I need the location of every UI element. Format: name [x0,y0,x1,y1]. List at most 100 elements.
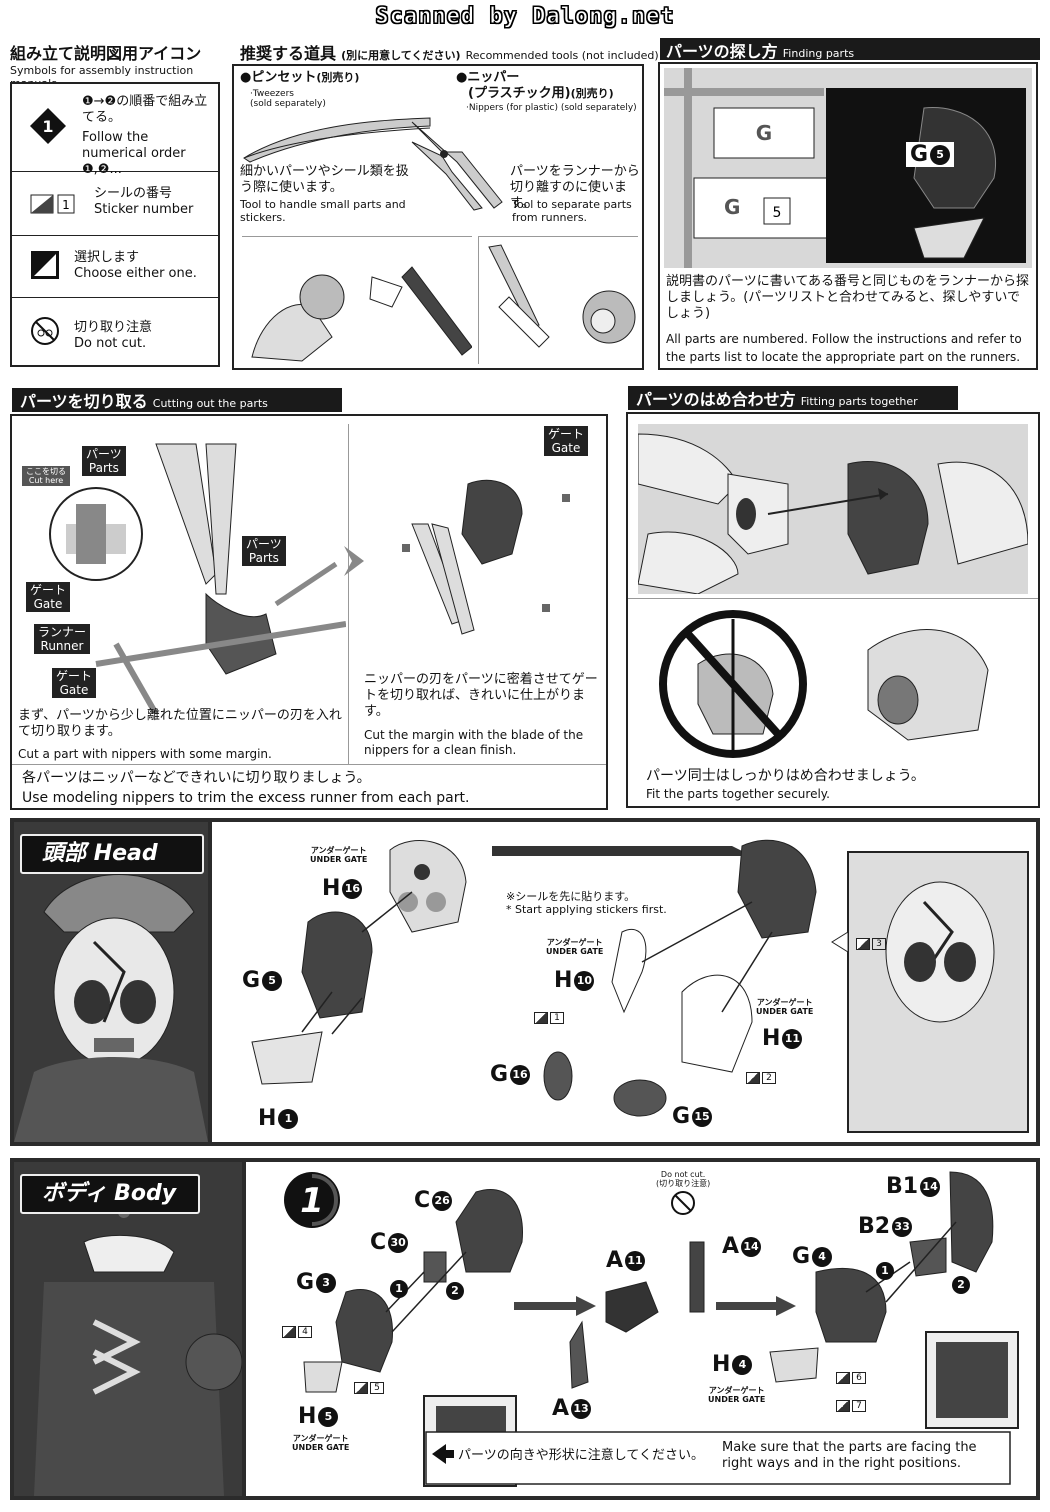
body-sticker-6-num: 6 [852,1372,866,1384]
svg-text:5: 5 [773,205,782,221]
nippers-sub: (プラスチック用)(別売り) [468,86,614,102]
nippers-label: ●ニッパー [456,70,519,86]
finding-title-jp: パーツの探し方 [666,42,778,61]
body-sticker-5-num: 5 [370,1382,384,1394]
head-sticker-2: 2 [746,1072,776,1084]
tools-box: ●ピンセット(別売り) ·Tweezers (sold separately) … [232,64,644,370]
symbols-box: 1 ❶→❷の順番で組み立てる。 Follow the numerical ord… [10,82,220,367]
head-under-gate-1-en: UNDER GATE [310,855,368,864]
body-part-H4-num: 4 [732,1355,753,1375]
head-under-gate-2-jp: アンダーゲート [546,938,603,947]
body-band-jp: ボディ [42,1181,107,1206]
cutting-title-en: Cutting out the parts [152,397,268,410]
svg-text:1: 1 [300,1181,324,1221]
tweezers-illustration [240,114,440,164]
head-part-G5-letter: G [242,968,261,993]
head-sticker-1-icon [534,1012,548,1024]
nippers-en: ·Nippers (for plastic) (sold separately) [466,103,637,113]
svg-text:G: G [724,195,740,219]
body-part-B1-14-num: 14 [920,1177,941,1197]
body-step-mark-1b: 1 [876,1262,894,1280]
head-sticker-2-num: 2 [762,1072,776,1084]
body-under-gate-1-jp: アンダーゲート [292,1434,349,1443]
symbol-choose-en: Choose either one. [74,266,197,281]
body-step-mark-2b: 2 [952,1276,970,1294]
body-part-A11-letter: A [606,1248,624,1273]
body-part-A13-letter: A [552,1396,570,1421]
symbol-donotcut-en: Do not cut. [74,336,147,351]
fitting-desc-en: Fit the parts together securely. [646,787,830,801]
wrong-fit-illustration [658,604,808,764]
symbol-donotcut-jp: 切り取り注意 [74,320,153,335]
body-under-gate-2-jp: アンダーゲート [708,1386,765,1395]
body-part-A13-num: 13 [571,1399,592,1419]
cutting-footer-en: Use modeling nippers to trim the excess … [22,790,470,806]
fitting-title-jp: パーツのはめ合わせ方 [636,390,796,409]
correct-fit-illustration [848,610,998,750]
body-band-en: Body [114,1181,177,1206]
runner-label-jp: ランナー [38,625,87,639]
body-sticker-5: 5 [354,1382,384,1394]
nippers-note: (別売り) [570,87,614,100]
head-band-en: Head [93,841,158,866]
tweezers-usage-illustration [242,236,472,364]
symbol-row-choose: 選択します Choose either one. [12,236,218,298]
body-part-C26-num: 26 [432,1191,453,1211]
body-sticker-4-icon [282,1326,296,1338]
cutting-footer-divider [12,764,606,765]
body-part-G4-num: 4 [812,1247,833,1267]
symbol-row-sticker: 1 シールの番号 Sticker number [12,172,218,236]
finding-header: パーツの探し方 Finding parts [660,38,1040,61]
gate-label-1-en: Gate [33,597,63,611]
head-under-gate-3-jp: アンダーゲート [756,998,813,1007]
body-part-G3-letter: G [296,1270,315,1295]
finding-title-en: Finding parts [782,47,855,60]
body-reference-photo [14,1162,242,1496]
cutting-footer-jp: 各パーツはニッパーなどできれいに切り取りましょう。 [22,770,371,786]
head-part-H11-num: 11 [782,1029,803,1049]
body-do-not-cut-icon [670,1190,696,1216]
body-sticker-7-icon [836,1400,850,1412]
head-part-H11-letter: H [762,1026,781,1051]
body-part-C26-letter: C [414,1188,431,1213]
svg-text:G: G [756,121,772,145]
head-sticker-3-icon [856,938,870,950]
nippers-jp: ●ニッパー [456,70,520,85]
tools-title-en: Recommended tools (not included) [465,49,659,62]
symbol-row-order: 1 ❶→❷の順番で組み立てる。 Follow the numerical ord… [12,84,218,177]
head-part-G15-num: 15 [692,1107,713,1127]
head-part-H16-letter: H [322,876,341,901]
symbol-order-en: Follow the numerical order ❶,❷... [82,130,186,177]
body-step-icon: 1 [282,1170,342,1230]
head-under-gate-2-en: UNDER GATE [546,947,604,956]
nippers-sub-jp: (プラスチック用) [468,86,571,101]
finding-desc-en: All parts are numbered. Follow the instr… [666,332,1022,364]
body-part-H5-letter: H [298,1404,317,1429]
body-under-gate-1-en: UNDER GATE [292,1443,350,1452]
body-part-A14-letter: A [722,1234,740,1259]
body-part-B1-14-letter: B1 [886,1174,919,1199]
body-note-en: Make sure that the parts are facing the … [722,1440,977,1471]
body-note-jp: パーツの向きや形状に注意してください。 [458,1448,704,1463]
finding-desc-jp: 説明書のパーツに書いてある番号と同じものをランナーから探しましょう。(パーツリス… [666,274,1029,321]
parts-label-1-en: Parts [88,461,119,475]
